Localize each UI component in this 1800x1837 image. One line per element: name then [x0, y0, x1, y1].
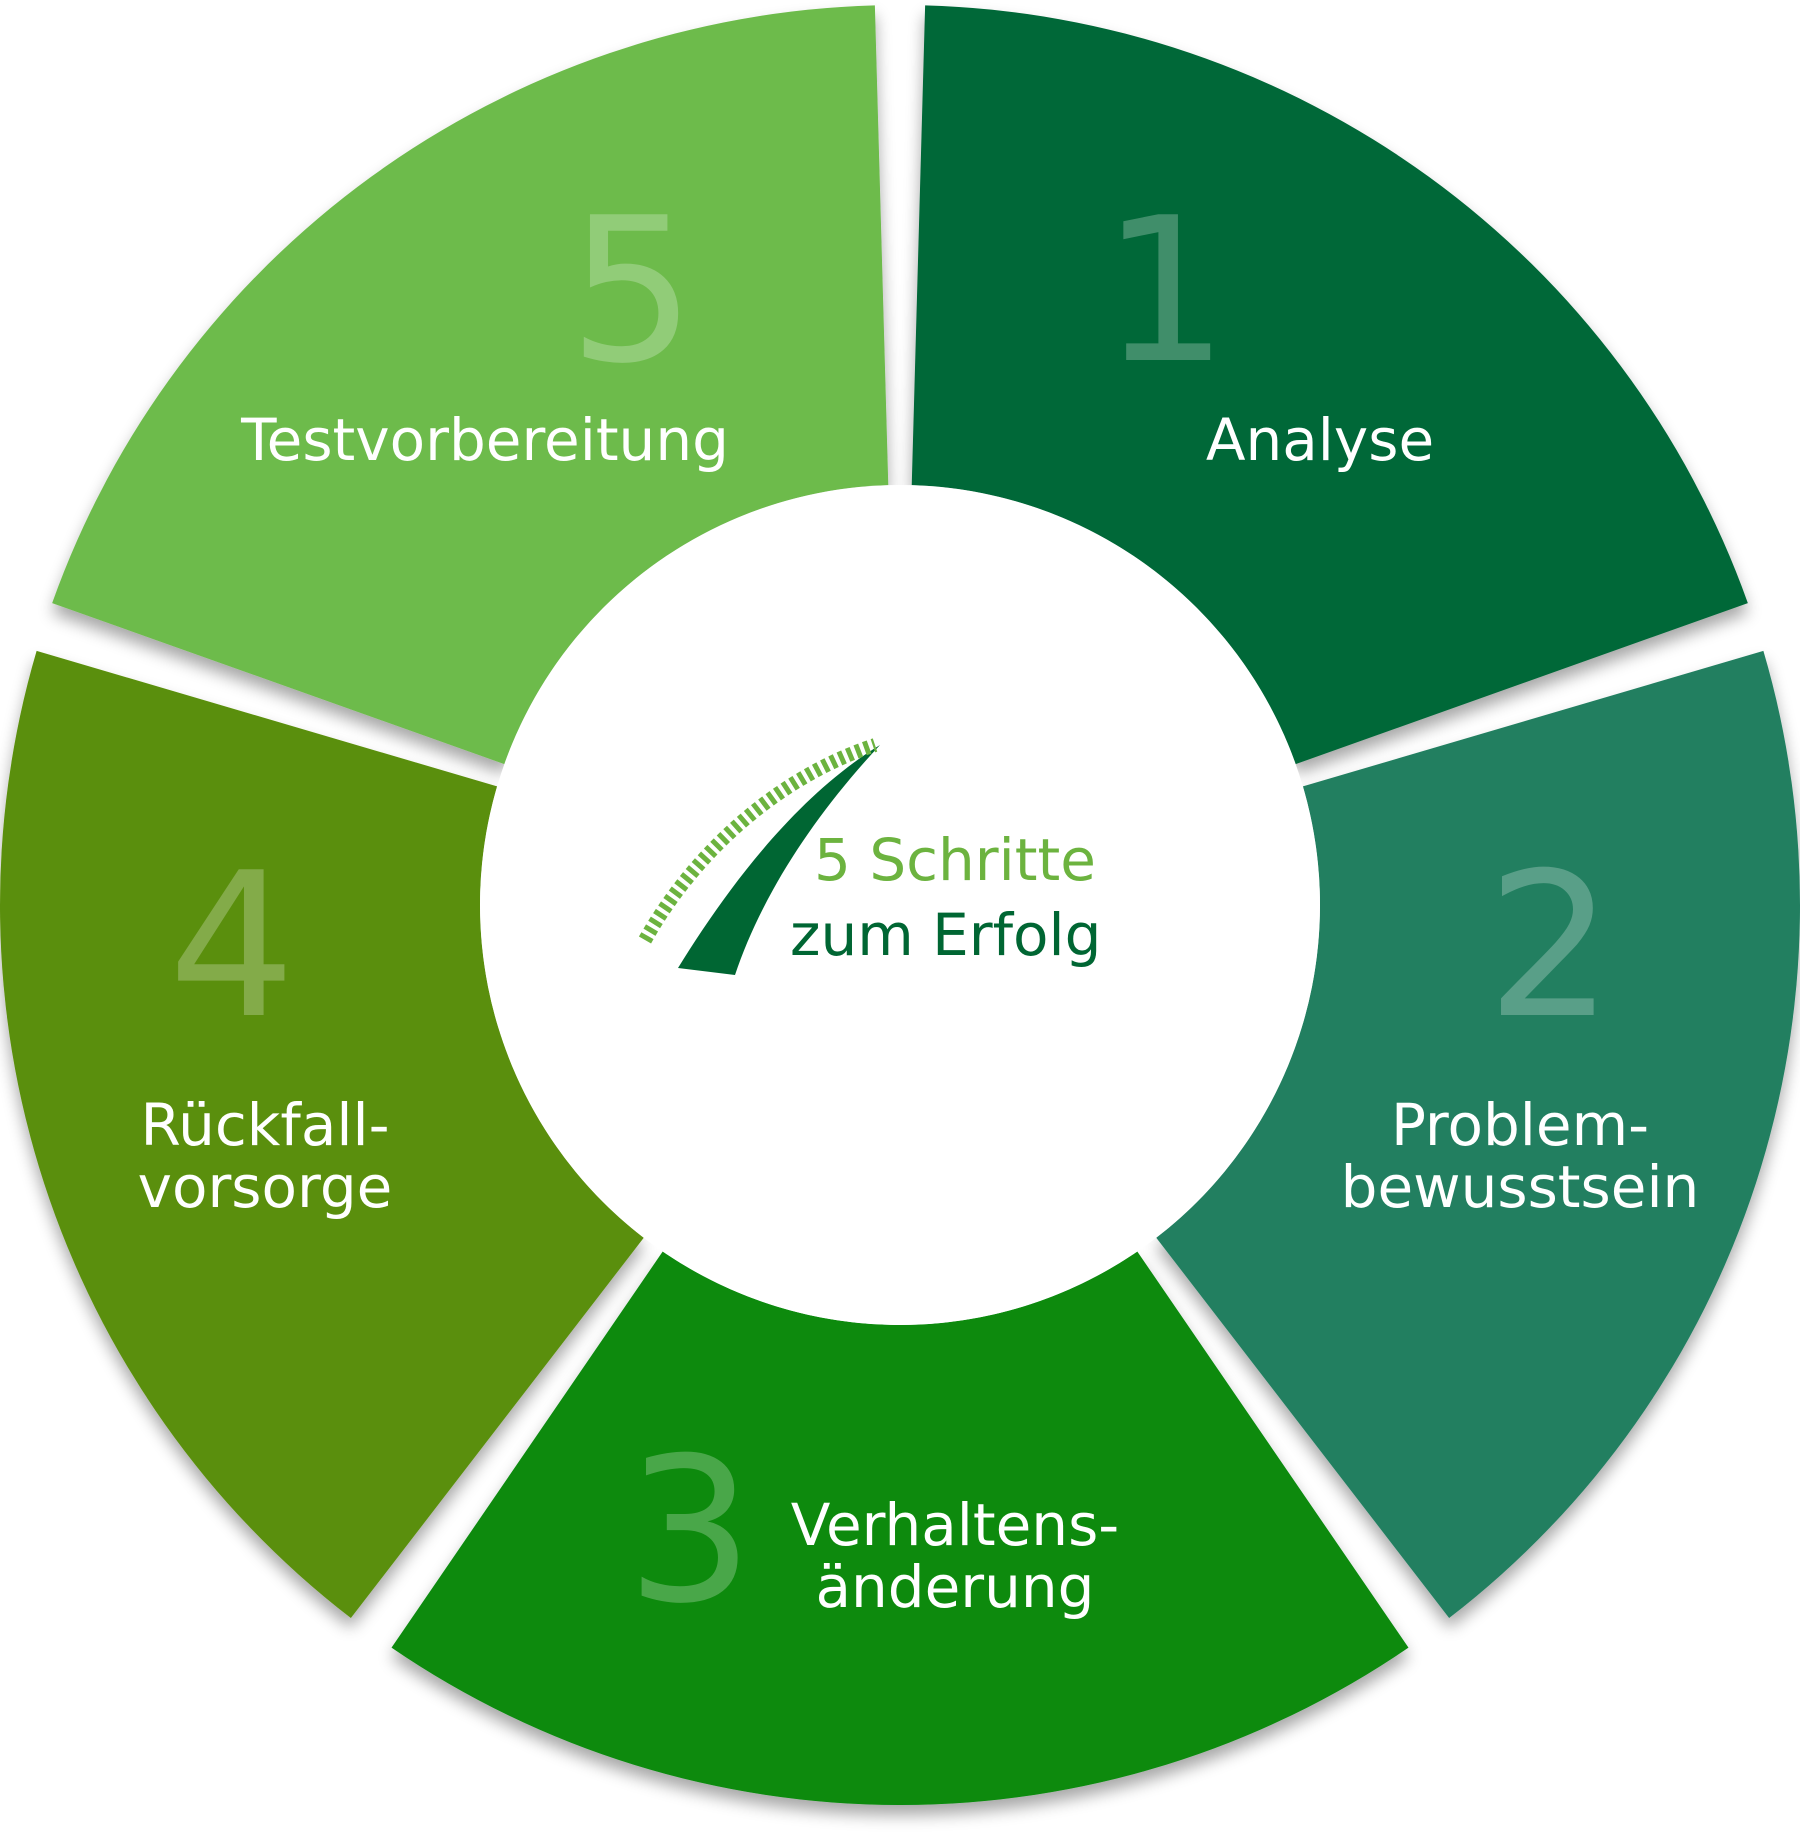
segment-step-2 — [1156, 650, 1800, 1619]
step-4-label-line-1: Rückfall- — [140, 1091, 389, 1159]
step-5-number: 5 — [568, 175, 695, 408]
segment-step-1 — [911, 5, 1748, 765]
swoosh-icon — [638, 738, 880, 975]
step-2-label-line-2: bewusstsein — [1341, 1153, 1700, 1221]
segment-step-3 — [391, 1251, 1409, 1806]
step-2-number: 2 — [1486, 830, 1613, 1063]
step-3-number: 3 — [626, 1415, 753, 1648]
step-4-number: 4 — [168, 830, 295, 1063]
center-title-line1: 5 Schritte — [814, 826, 1096, 894]
step-5-label-line-1: Testvorbereitung — [240, 406, 729, 474]
step-2-label-line-1: Problem- — [1391, 1091, 1649, 1159]
step-1-number: 1 — [1101, 175, 1228, 408]
center-logo: 5 Schritte zum Erfolg — [638, 738, 1101, 975]
step-3-label-line-1: Verhaltens- — [791, 1491, 1119, 1559]
segment-step-5 — [52, 5, 889, 765]
center-title-line2: zum Erfolg — [790, 901, 1101, 969]
step-4-label-line-2: vorsorge — [138, 1153, 393, 1221]
step-1-label-line-1: Analyse — [1206, 406, 1434, 474]
step-3-label-line-2: änderung — [816, 1553, 1095, 1621]
segment-step-4 — [0, 650, 644, 1619]
center-circle — [480, 485, 1320, 1325]
